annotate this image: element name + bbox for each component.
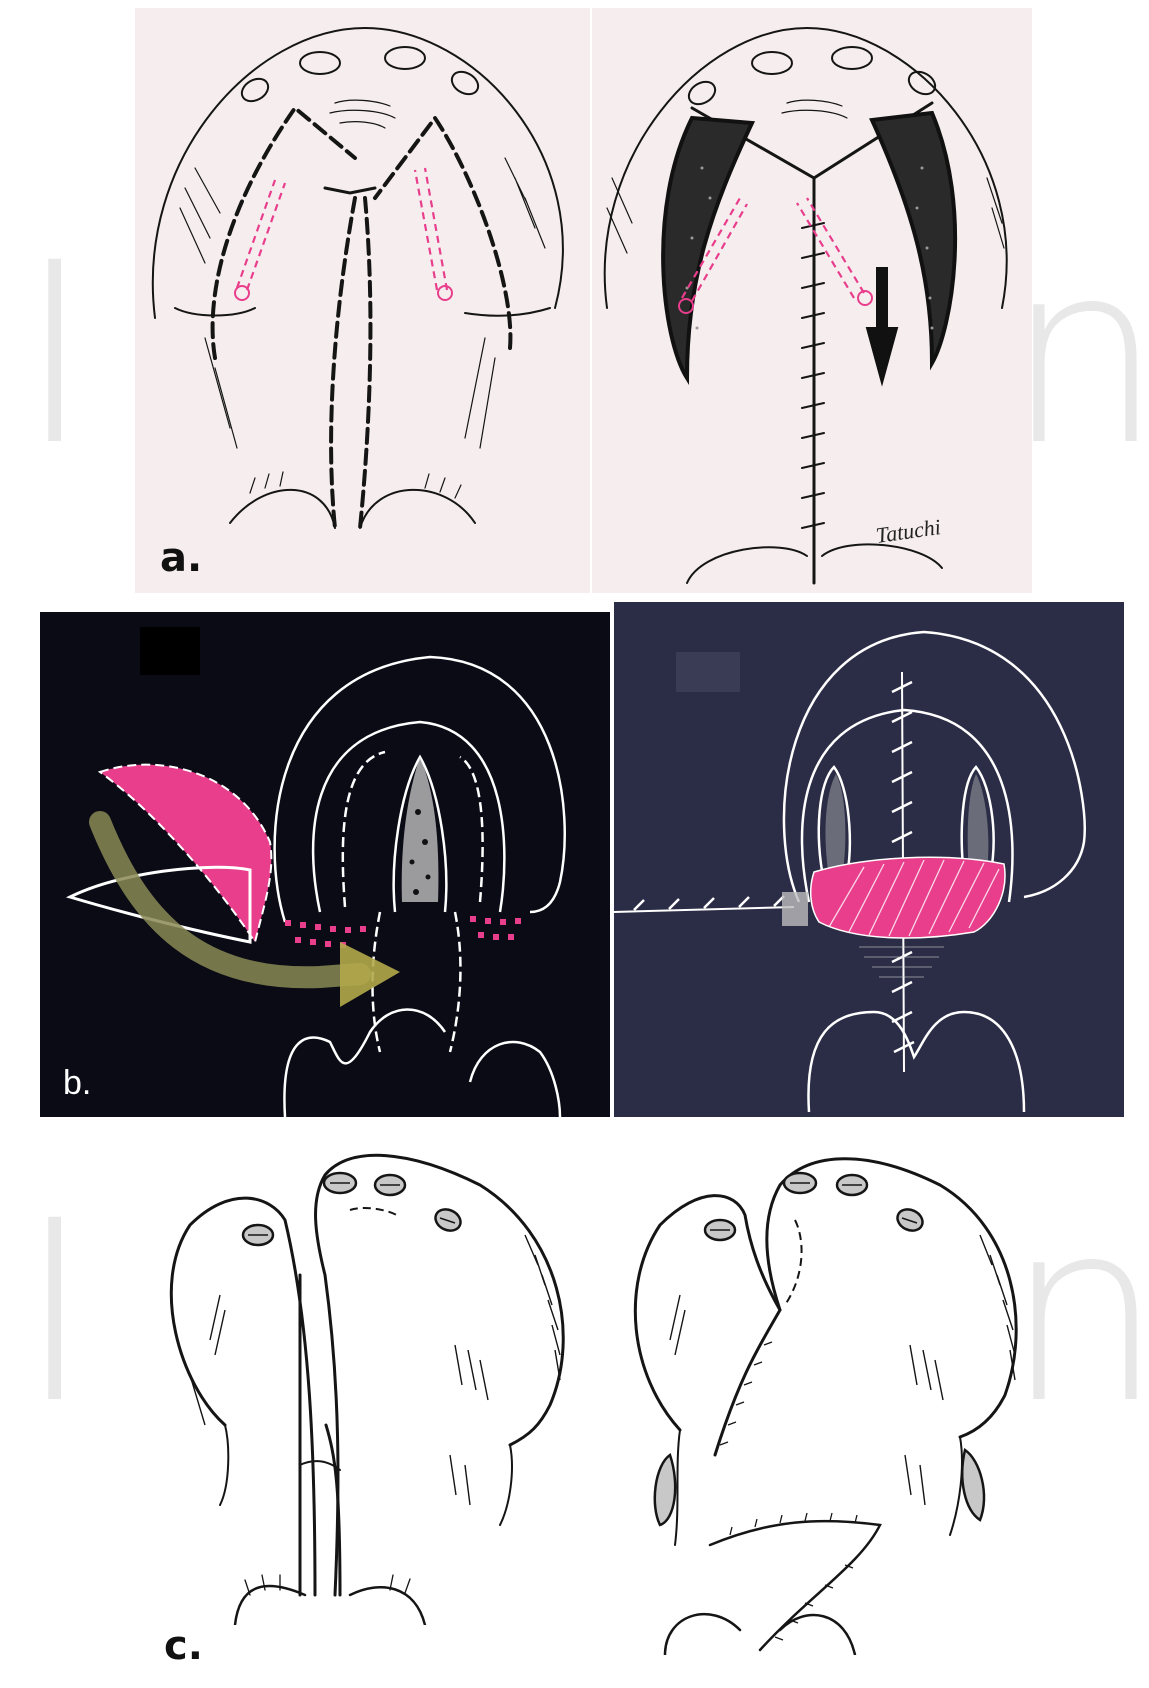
cleft-margin-right [360, 198, 370, 528]
repaired-cleft-margin [710, 1521, 880, 1650]
panel-label-c: c. [164, 1626, 203, 1666]
panel-label-a: a. [160, 538, 202, 578]
masked-corner-box [140, 627, 200, 675]
graft-junction [782, 892, 808, 926]
left-flap-incision [213, 108, 355, 358]
left-lateral-defect [663, 118, 752, 378]
panel-c-right-drawing [620, 1125, 1040, 1655]
arch-inner-rim [175, 308, 550, 316]
repaired-cleft-margin [715, 1310, 780, 1455]
masked-corner-box [676, 652, 740, 692]
pharyngeal-flap-right [470, 1042, 560, 1117]
right-relaxing-incision [962, 1450, 984, 1520]
velum-inner-dashed [460, 757, 483, 902]
right-flap-incision [375, 118, 510, 348]
panel-b-right-drawing [614, 602, 1124, 1117]
velum-inner-dashed [343, 752, 385, 907]
pharyngeal-lower [808, 1012, 1024, 1112]
tooth-crown [832, 47, 872, 69]
left-relaxing-incision [655, 1455, 675, 1525]
cleft-stipple-triangle [402, 757, 439, 902]
pink-circle-marker [235, 286, 249, 300]
pharyngeal-flap-lower [284, 1010, 445, 1118]
left-palatal-segment [171, 1198, 315, 1595]
uvula-outline [230, 490, 475, 528]
uvula-outline [235, 1586, 425, 1625]
cleft-channel-right [450, 912, 460, 1052]
tooth-crown [685, 77, 719, 108]
panel-b-left-drawing [40, 612, 610, 1117]
watermark-glyph-bottom-left: I [18, 1188, 92, 1438]
right-palatal-segment [767, 1159, 1016, 1437]
watermark-glyph-top-left: I [18, 230, 92, 480]
pink-dashed-line [415, 168, 447, 290]
cleft-edge [300, 1275, 340, 1595]
transfer-arrow-head [340, 942, 400, 1007]
tooth-crown [300, 52, 340, 74]
tooth-crown [752, 52, 792, 74]
pink-circle-marker [858, 291, 872, 305]
pink-dashed-line [797, 198, 864, 298]
retropositioning-arrow [867, 268, 897, 383]
artist-signature: Tatuchi [874, 514, 942, 548]
pink-closure-patch [811, 857, 1005, 938]
panel-a-right-drawing: Tatuchi [592, 8, 1032, 593]
panel-a-left-drawing [135, 8, 590, 593]
panel-label-b: b. [63, 1066, 91, 1100]
pink-circle-marker [438, 286, 452, 300]
tooth-crown [385, 47, 425, 69]
panel-c-left-drawing [150, 1125, 590, 1625]
tooth-crown [905, 67, 939, 98]
cleft-margin-left [331, 198, 355, 528]
